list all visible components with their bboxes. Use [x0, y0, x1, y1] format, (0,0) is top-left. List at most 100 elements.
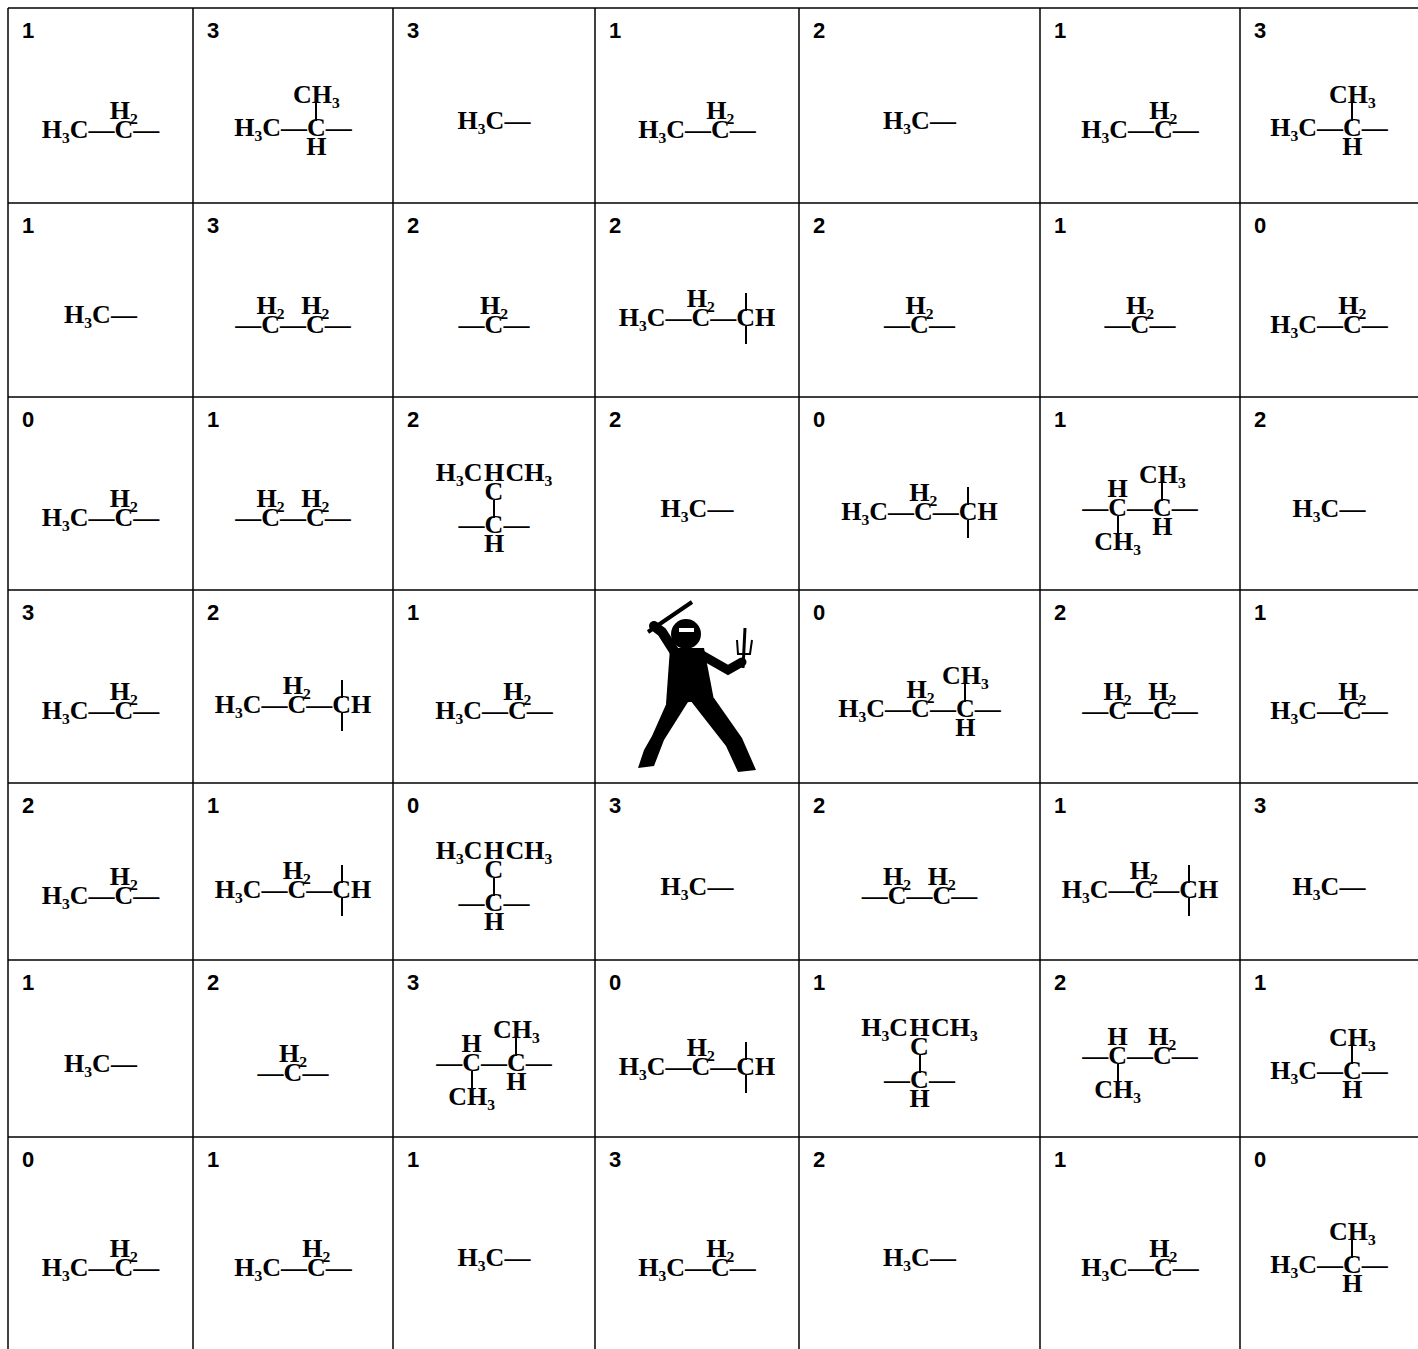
formula-text: —C—C— — [235, 312, 351, 338]
cell-number: 1 — [22, 972, 34, 994]
cell-number: 1 — [1054, 1149, 1066, 1171]
cell-number: 1 — [1054, 215, 1066, 237]
formula-text: H₃C— — [661, 496, 734, 522]
formula-text: H₃C—C—CH — [619, 1054, 776, 1080]
cell-number: 2 — [1054, 602, 1066, 624]
grid-cell: 1H₂H₃C—C— — [393, 590, 595, 783]
grid-cell: 0H₂H₃C—C— — [8, 397, 193, 590]
formula-text: H₃C—C— — [1270, 1252, 1388, 1278]
formula-text: H₃C—C— — [234, 115, 352, 141]
formula-text: —C— — [258, 1060, 329, 1086]
grid-cell: 2H₃C— — [595, 397, 799, 590]
cell-number: 1 — [1254, 602, 1266, 624]
formula-text: H₃C—C— — [1270, 115, 1388, 141]
formula-text: CH₃ — [1094, 1077, 1141, 1103]
grid-cell: 2H₃CHCH₃C—C—H — [393, 397, 595, 590]
cell-number: 2 — [813, 215, 825, 237]
formula-text: H — [955, 715, 975, 741]
grid-cell: 1H₃CHCH₃C—C—H — [799, 960, 1040, 1137]
formula-text: CH₃ — [493, 1017, 540, 1043]
grid-cell: 0H₂H₃C—C—CH — [595, 960, 799, 1137]
formula-text: H₃C— — [661, 874, 734, 900]
formula-text: H₃C — [861, 1015, 908, 1041]
formula-text: H₃C—C— — [1270, 698, 1388, 724]
formula-text: —C—C— — [436, 1050, 552, 1076]
formula-text: CH₃ — [1329, 1025, 1376, 1051]
sai-prongs — [737, 640, 752, 654]
cell-number: 3 — [609, 1149, 621, 1171]
cell-number: 0 — [407, 795, 419, 817]
cell-number: 2 — [1054, 972, 1066, 994]
formula-text: CH₃ — [1139, 462, 1186, 488]
grid-cell: 0H₂H₃C—C— — [8, 1137, 193, 1349]
cell-number: 2 — [609, 409, 621, 431]
formula-text: H — [1342, 1271, 1362, 1297]
ninja-arm — [700, 654, 742, 670]
ninja-figure — [638, 602, 756, 772]
grid-cell: 3H₃C— — [393, 8, 595, 203]
formula-text: CH₃ — [293, 82, 340, 108]
formula-text: —C—C— — [1082, 495, 1198, 521]
cell-number: 1 — [22, 215, 34, 237]
formula-text: H₃C—C— — [234, 1255, 352, 1281]
grid-cell: 1H₂H₃C—C—CH — [193, 783, 393, 960]
cell-number: 3 — [407, 972, 419, 994]
grid-cell: 1H₂H₃C—C— — [1040, 1137, 1240, 1349]
ninja-eyes — [679, 628, 694, 632]
sai — [743, 628, 745, 668]
grid-cell: 1H₂H₃C—C— — [595, 8, 799, 203]
grid-cell: 1H₂H₃C—C— — [1240, 590, 1418, 783]
cell-number: 2 — [22, 795, 34, 817]
formula-text: CH₃ — [505, 460, 552, 486]
formula-text: CH₃ — [1094, 529, 1141, 555]
cell-number: 3 — [609, 795, 621, 817]
formula-text: CH₃ — [448, 1084, 495, 1110]
cell-number: 2 — [1254, 409, 1266, 431]
cell-number: 1 — [609, 20, 621, 42]
grid-cell: 2H₂—C— — [393, 203, 595, 397]
formula-text: H₃C—C— — [1270, 312, 1388, 338]
formula-text: C — [485, 479, 504, 505]
formula-text: H₃C— — [1293, 874, 1366, 900]
formula-text: CH₃ — [1329, 1219, 1376, 1245]
grid-cell: 1H₃C— — [8, 203, 193, 397]
formula-text: H₃C— — [458, 1245, 531, 1271]
grid-cell: 2H₂H₃C—C—CH — [595, 203, 799, 397]
cell-number: 1 — [1054, 795, 1066, 817]
formula-text: C — [485, 857, 504, 883]
formula-text: H₃C—C—C— — [838, 696, 1000, 722]
grid-cell: 2H₂H₃C—C—CH — [193, 590, 393, 783]
formula-text: —C—C— — [1082, 1043, 1198, 1069]
grid-cell: 1HCH₃—C—C—CH₃H — [1040, 397, 1240, 590]
formula-text: H₃C—C—CH — [215, 877, 372, 903]
formula-text: H — [484, 531, 504, 557]
formula-text: H₃C — [436, 460, 483, 486]
cell-number: 1 — [207, 409, 219, 431]
cell-number: 3 — [1254, 20, 1266, 42]
formula-text: H₃C—C—CH — [619, 305, 776, 331]
formula-text: H₃C—C— — [638, 1255, 756, 1281]
formula-text: —C— — [884, 312, 955, 338]
grid-cell: 3H₃C— — [1240, 783, 1418, 960]
cell-number: 3 — [207, 20, 219, 42]
formula-text: H₃C—C— — [42, 117, 160, 143]
grid-cell: 3HCH₃—C—C—CH₃H — [393, 960, 595, 1137]
grid-cell: 1CH₃H₃C—C—H — [1240, 960, 1418, 1137]
formula-text: H₃C—C— — [1081, 117, 1199, 143]
grid-lines — [8, 8, 1418, 1349]
ninja-head — [671, 619, 701, 649]
formula-text: H₃C—C— — [1081, 1255, 1199, 1281]
cell-number: 1 — [407, 602, 419, 624]
grid-cell: 2H₃C— — [1240, 397, 1418, 590]
cell-number: 1 — [207, 795, 219, 817]
grid-cell: 1H₂H₃C—C— — [1040, 8, 1240, 203]
cell-number: 0 — [1254, 1149, 1266, 1171]
formula-text: H₃C—C—CH — [215, 692, 372, 718]
formula-text: —C—C— — [862, 883, 978, 909]
cell-number: 2 — [207, 602, 219, 624]
formula-text: —C— — [1105, 312, 1176, 338]
grid-cell: 0CH₃ H₃C—C—H — [1240, 1137, 1418, 1349]
cell-number: 1 — [22, 20, 34, 42]
cell-number: 0 — [1254, 215, 1266, 237]
